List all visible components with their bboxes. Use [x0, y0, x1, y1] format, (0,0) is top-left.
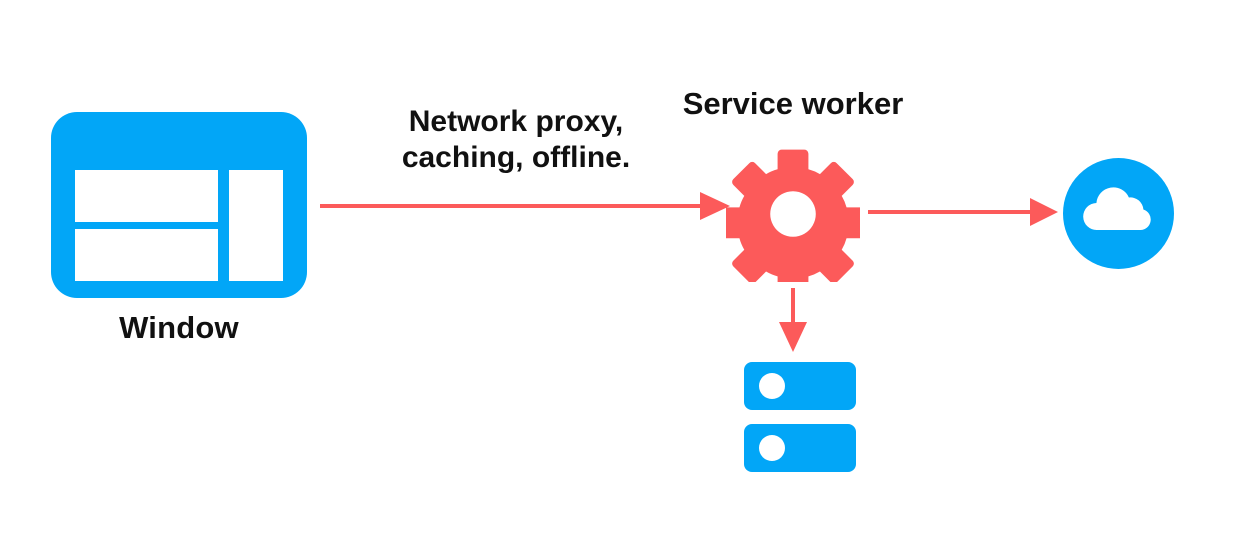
- window-node: Window: [51, 112, 307, 345]
- service-worker-node: [726, 146, 860, 282]
- arrow-service-worker-to-cache: [779, 288, 807, 352]
- server-cache-icon: [744, 362, 856, 472]
- caption-line-1: Network proxy,: [408, 105, 624, 138]
- arrow-window-to-service-worker: [320, 192, 730, 220]
- arrow-service-worker-to-cloud: [868, 198, 1058, 226]
- network-proxy-caption: Network proxy, caching, offline.: [330, 104, 702, 176]
- window-label: Window: [119, 310, 239, 345]
- service-worker-label: Service worker: [682, 86, 904, 121]
- cloud-node: [1063, 158, 1174, 269]
- gear-icon: [726, 149, 860, 282]
- cache-node: [744, 362, 856, 472]
- caption-line-2: caching, offline.: [401, 141, 631, 174]
- browser-window-icon: [51, 112, 307, 298]
- cloud-icon: [1063, 158, 1174, 269]
